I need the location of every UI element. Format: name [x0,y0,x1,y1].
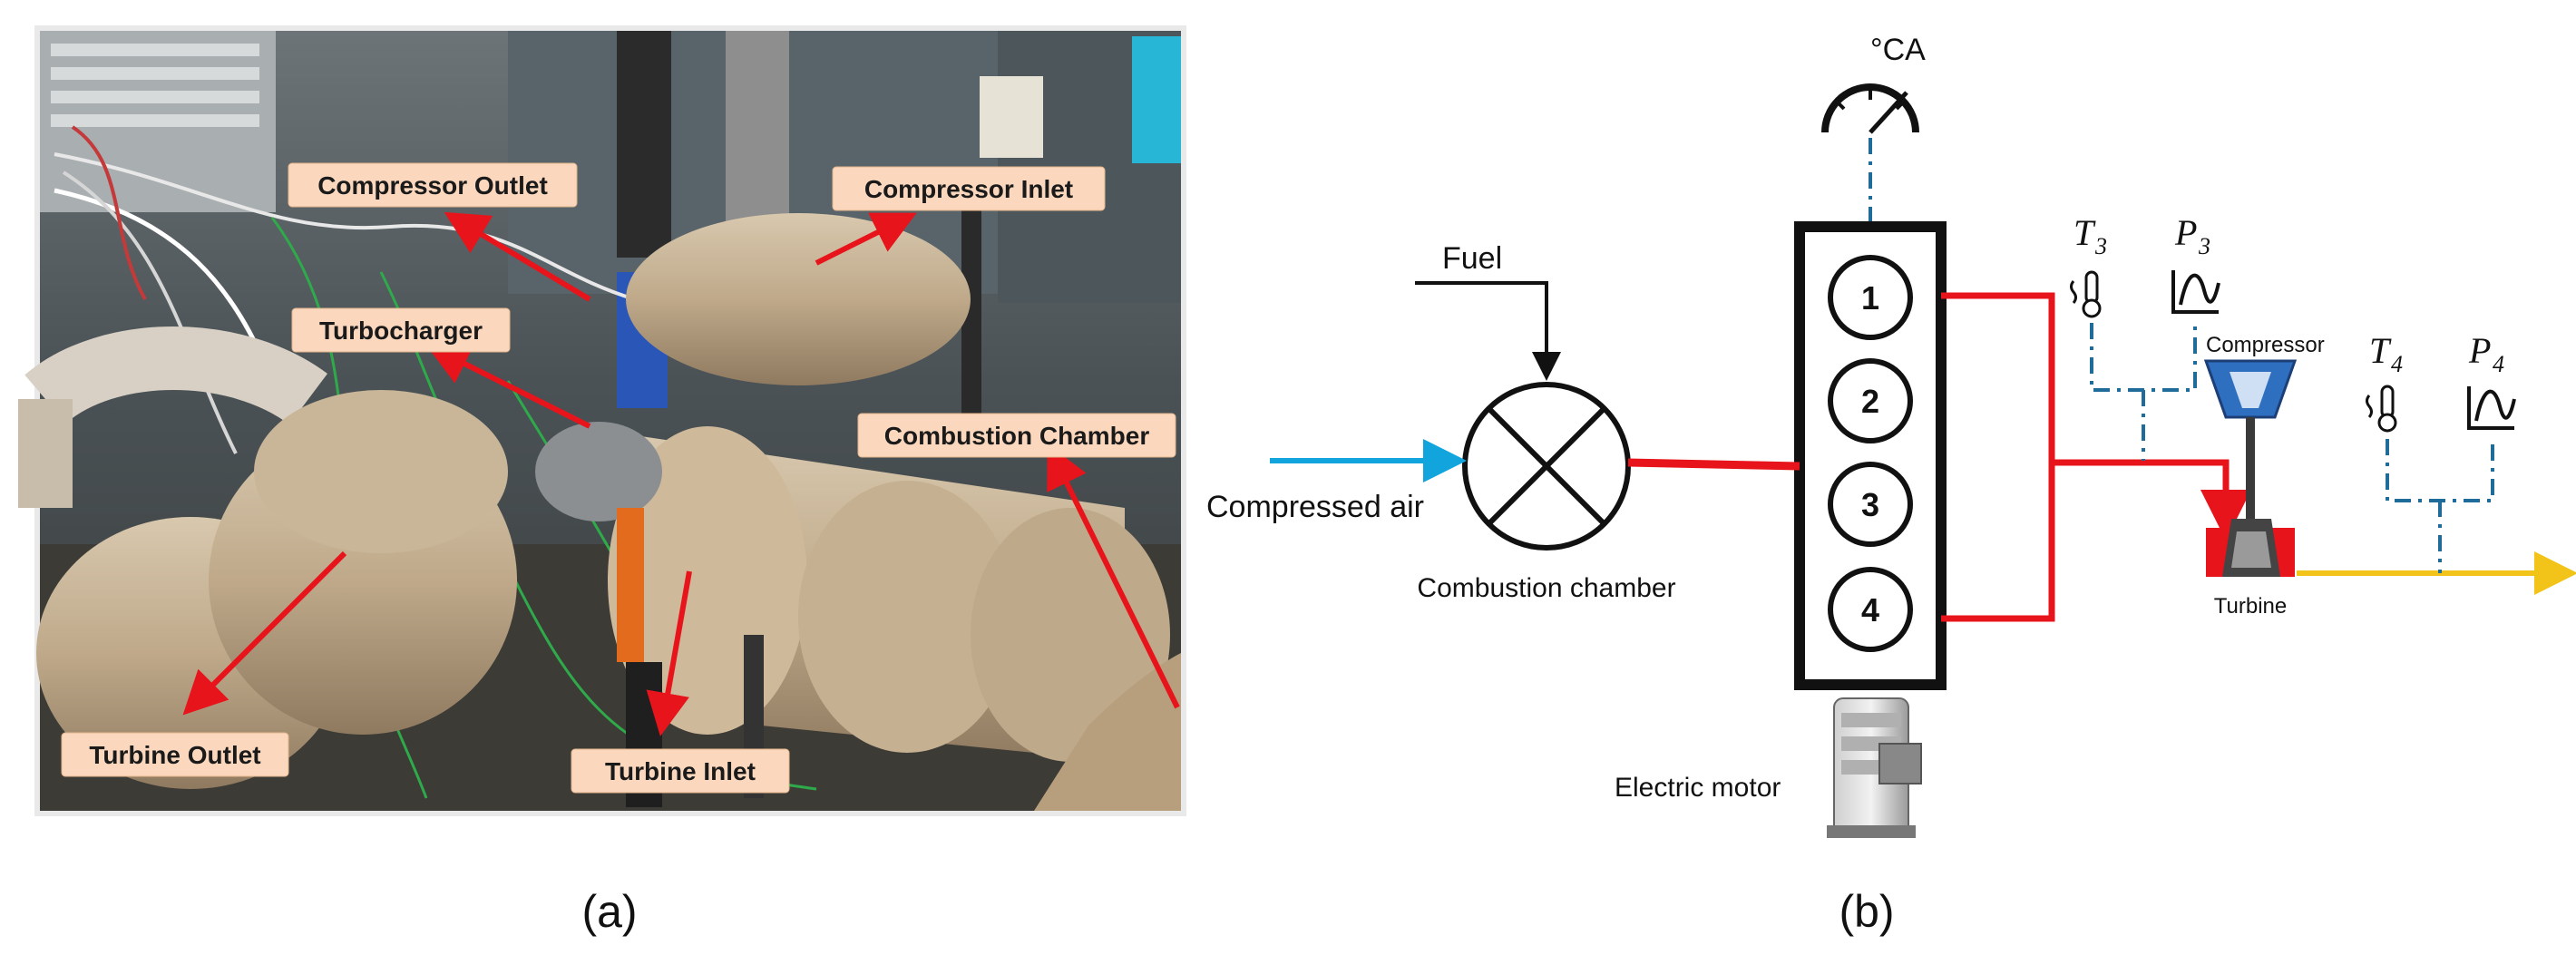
arrow-turbine-inlet [646,570,692,736]
label-turbine-outlet: Turbine Outlet [61,732,289,777]
compressor-inlet-text: Compressor Inlet [864,175,1073,203]
cylinder-2: 2 [1828,358,1913,443]
t3-p3-signal-line [2090,323,2197,392]
combustion-chamber-text: Combustion Chamber [884,422,1150,450]
electric-motor-label: Electric motor [1615,773,1781,803]
p3-subscript: 3 [2198,233,2210,259]
caption-b: (b) [1839,886,1894,937]
pressure-wave-icon [2467,386,2516,430]
electric-motor-icon [1827,697,1922,838]
engine-schematic: °CA 1 2 3 4 [1206,33,2576,838]
t3-subscript: 3 [2094,233,2107,259]
vertical-pipe [617,31,671,258]
turbo-shaft [2246,417,2255,519]
compressor-outlet-text: Compressor Outlet [317,171,548,200]
caption-a: (a) [581,886,637,937]
wall-box [980,76,1043,158]
t4-subscript: 4 [2391,351,2403,377]
p4-sensor: P 4 [2467,330,2516,430]
cylinder-3-label: 3 [1861,486,1879,523]
cylinder-1-label: 1 [1861,279,1879,317]
exhaust-to-turbine-line [2052,459,2251,541]
exhaust-manifold [1941,292,2055,622]
cylinder-4: 4 [1828,567,1913,652]
p4-symbol: P [2468,330,2491,371]
t3-sensor: T 3 [2070,212,2107,318]
fuel-label: Fuel [1442,241,1502,276]
label-turbocharger: Turbocharger [291,307,511,353]
turbocharger-body [535,422,662,521]
arrow-combustion-chamber [1047,443,1180,709]
orange-pipe [617,508,644,662]
turbocharger-text: Turbocharger [319,317,483,345]
compressed-air-label: Compressed air [1206,490,1424,524]
compressor-inlet-wrap [626,213,971,385]
t3-symbol: T [2073,212,2096,253]
blue-box [1132,36,1181,163]
fuel-line [1415,281,1561,381]
t4-symbol: T [2369,330,2392,371]
label-compressor-inlet: Compressor Inlet [832,166,1106,211]
t4-sensor: T 4 [2366,330,2403,433]
turbine-inlet-text: Turbine Inlet [605,757,756,785]
p4-subscript: 4 [2493,351,2504,377]
chamber-to-engine-line [1627,458,1800,471]
p3-sensor: P 3 [2171,212,2220,314]
combustion-chamber-label: Combustion chamber [1417,573,1675,603]
cylinder-2-label: 2 [1861,383,1879,420]
turbine-outlet-text: Turbine Outlet [89,741,260,769]
label-turbine-inlet: Turbine Inlet [571,748,790,794]
crank-angle-label: °CA [1870,33,1926,67]
cylinder-4-label: 4 [1861,591,1879,629]
thermometer-icon [2070,270,2102,318]
arrow-turbocharger [425,344,591,429]
arrow-compressor-inlet [815,212,917,266]
cylinder-3: 3 [1828,462,1913,547]
turbine-label: Turbine [2214,594,2287,619]
label-combustion-chamber: Combustion Chamber [857,413,1176,458]
crank-angle-gauge-icon: °CA [1821,33,1926,134]
thermometer-icon [2366,385,2397,433]
t4-p4-signal-line [2386,439,2494,502]
test-bench-photo: Compressor Outlet Compressor Inlet Turbo… [18,25,1186,816]
p3-symbol: P [2174,212,2197,253]
arrow-compressor-outlet [444,211,591,302]
compressor-label: Compressor [2206,333,2325,357]
combustion-chamber-symbol [1462,382,1631,551]
cylinder-1: 1 [1828,255,1913,340]
pressure-wave-icon [2171,270,2220,314]
label-compressor-outlet: Compressor Outlet [288,162,578,208]
arrow-turbine-outlet [182,551,347,716]
